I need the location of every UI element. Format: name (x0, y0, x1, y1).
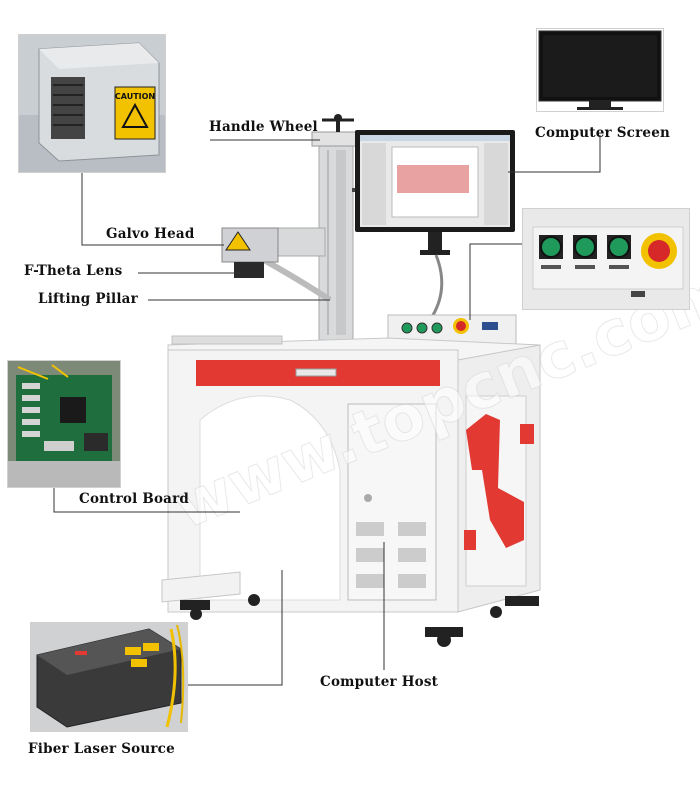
label-handle-wheel: Handle Wheel (209, 119, 318, 135)
label-fiber-laser-source: Fiber Laser Source (28, 741, 175, 757)
computer-host-door (347, 403, 437, 601)
label-computer-host: Computer Host (320, 674, 439, 690)
control-panel (387, 314, 517, 346)
monitor (355, 130, 515, 255)
computer-screen-inset (536, 28, 664, 112)
leader-lines (53, 135, 601, 686)
label-control-board: Control Board (79, 491, 190, 507)
label-lifting-pillar: Lifting Pillar (38, 291, 138, 307)
side-red-accent (466, 414, 524, 548)
galvo-head (221, 227, 279, 278)
galvo-head-inset: CAUTION (18, 34, 166, 173)
label-galvo-head: Galvo Head (106, 226, 195, 242)
handle-wheel-icon (322, 114, 354, 132)
fiber-laser-source-inset (30, 622, 188, 732)
control-board-inset (7, 360, 121, 488)
label-f-theta-lens: F-Theta Lens (24, 263, 123, 279)
label-computer-screen: Computer Screen (535, 125, 671, 141)
control-panel-inset (522, 208, 690, 310)
caution-label: CAUTION (115, 92, 155, 101)
